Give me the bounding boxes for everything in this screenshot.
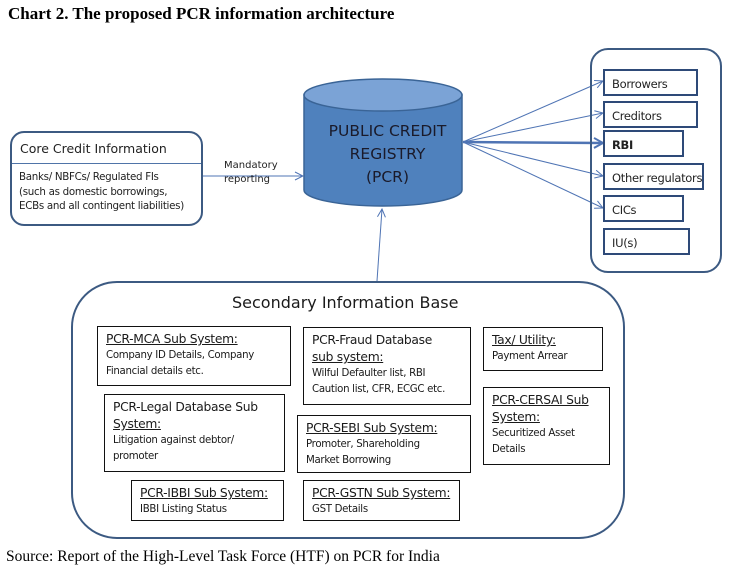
subsystem-detail: IBBI Listing Status <box>140 504 227 515</box>
subsystem-fraud: PCR-Fraud Database sub system: Wilful De… <box>303 327 471 405</box>
subsystem-heading: PCR-Fraud Database <box>312 333 433 347</box>
subsystem-detail: promoter <box>113 451 158 462</box>
user-creditors: Creditors <box>603 101 698 128</box>
subsystem-mca: PCR-MCA Sub System: Company ID Details, … <box>97 326 291 386</box>
pcr-line-3: (PCR) <box>365 168 410 186</box>
user-cics: CICs <box>603 195 684 222</box>
subsystem-heading: System: <box>113 417 161 431</box>
user-borrowers: Borrowers <box>603 69 698 96</box>
subsystem-heading: System: <box>492 410 540 424</box>
subsystem-detail: GST Details <box>312 504 368 515</box>
arrow-pcr-to-cics <box>462 141 603 208</box>
subsystem-heading: Tax/ Utility: <box>492 333 556 347</box>
arrow-pcr-to-other-regulators <box>462 141 603 176</box>
mandatory-line: Mandatory <box>224 160 278 171</box>
subsystem-heading: PCR-MCA Sub System: <box>106 332 238 346</box>
user-rbi: RBI <box>603 130 684 157</box>
core-credit-header: Core Credit Information <box>12 133 201 164</box>
reporting-line: reporting <box>224 174 271 185</box>
subsystem-detail: Payment Arrear <box>492 351 568 362</box>
chart-title: Chart 2. The proposed PCR information ar… <box>8 4 395 23</box>
core-credit-information-box: Core Credit Information Banks/ NBFCs/ Re… <box>10 131 203 226</box>
core-credit-line: ECBs and all contingent liabilities) <box>19 200 184 212</box>
subsystem-gstn: PCR-GSTN Sub System: GST Details <box>303 480 460 521</box>
core-credit-body: Banks/ NBFCs/ Regulated FIs (such as dom… <box>12 164 201 214</box>
secondary-information-base-title: Secondary Information Base <box>232 293 459 312</box>
subsystem-heading: PCR-CERSAI Sub <box>492 393 589 407</box>
arrow-pcr-to-rbi <box>462 142 603 143</box>
subsystem-heading: PCR-GSTN Sub System: <box>312 486 451 500</box>
pcr-line-2: REGISTRY <box>349 145 426 163</box>
arrow-pcr-to-creditors <box>462 113 603 143</box>
subsystem-heading: PCR-Legal Database Sub <box>113 400 258 414</box>
secondary-information-base-container <box>71 281 625 539</box>
user-other-regulators: Other regulators <box>603 163 704 190</box>
pcr-line-1: PUBLIC CREDIT <box>328 122 447 140</box>
core-credit-line: (such as domestic borrowings, <box>19 185 168 198</box>
subsystem-tax-utility: Tax/ Utility: Payment Arrear <box>483 327 603 371</box>
subsystem-heading: PCR-IBBI Sub System: <box>140 486 268 500</box>
subsystem-ibbi: PCR-IBBI Sub System: IBBI Listing Status <box>131 480 284 521</box>
public-credit-registry-label: PUBLIC CREDIT REGISTRY (PCR) <box>305 120 470 189</box>
subsystem-detail: Market Borrowing <box>306 455 391 466</box>
arrow-pcr-to-borrowers <box>462 81 603 143</box>
mandatory-reporting-label: Mandatory reporting <box>224 159 278 187</box>
subsystem-detail: Litigation against debtor/ <box>113 435 234 446</box>
information-users-container <box>590 48 722 273</box>
core-credit-line: Banks/ NBFCs/ Regulated FIs <box>19 171 159 183</box>
arrow-secondary-to-pcr <box>376 209 382 282</box>
subsystem-detail: Wilful Defaulter list, RBI <box>312 368 426 379</box>
subsystem-detail: Securitized Asset <box>492 428 575 439</box>
subsystem-detail: Company ID Details, Company <box>106 350 254 361</box>
subsystem-cersai: PCR-CERSAI Sub System: Securitized Asset… <box>483 387 610 465</box>
subsystem-sebi: PCR-SEBI Sub System: Promoter, Sharehold… <box>297 415 471 473</box>
user-ius: IU(s) <box>603 228 690 255</box>
subsystem-detail: Caution list, CFR, ECGC etc. <box>312 384 446 395</box>
subsystem-detail: Promoter, Shareholding <box>306 439 420 450</box>
source-note: Source: Report of the High-Level Task Fo… <box>6 548 440 565</box>
subsystem-detail: Details <box>492 444 526 455</box>
subsystem-heading: sub system: <box>312 350 384 364</box>
subsystem-heading: PCR-SEBI Sub System: <box>306 421 438 435</box>
subsystem-legal: PCR-Legal Database Sub System: Litigatio… <box>104 394 285 472</box>
database-cylinder-icon <box>303 78 463 207</box>
subsystem-detail: Financial details etc. <box>106 366 204 377</box>
